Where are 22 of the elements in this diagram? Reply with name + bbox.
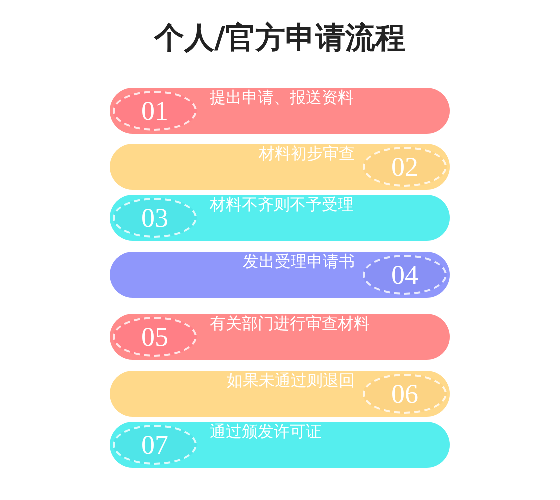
- step-text: 发出受理申请书: [243, 252, 355, 273]
- step-number: 07: [113, 425, 197, 465]
- step-pill: [110, 252, 450, 298]
- step-text: 提出申请、报送资料: [210, 88, 354, 109]
- step-pill: [110, 422, 450, 468]
- step-number: 03: [113, 198, 197, 238]
- step-pill: [110, 88, 450, 134]
- step-number: 04: [363, 255, 447, 295]
- step-pill: [110, 195, 450, 241]
- step-pill: [110, 144, 450, 190]
- step-number: 01: [113, 91, 197, 131]
- step-number: 05: [113, 317, 197, 357]
- title: 个人/官方申请流程: [153, 20, 406, 58]
- step-pill: [110, 371, 450, 417]
- step-text: 有关部门进行审查材料: [210, 314, 370, 335]
- step-text: 通过颁发许可证: [210, 422, 322, 443]
- step-pill: [110, 314, 450, 360]
- step-text: 材料初步审查: [259, 144, 355, 165]
- step-text: 材料不齐则不予受理: [210, 195, 354, 216]
- step-number: 02: [363, 147, 447, 187]
- step-text: 如果未通过则退回: [227, 371, 355, 392]
- step-number: 06: [363, 374, 447, 414]
